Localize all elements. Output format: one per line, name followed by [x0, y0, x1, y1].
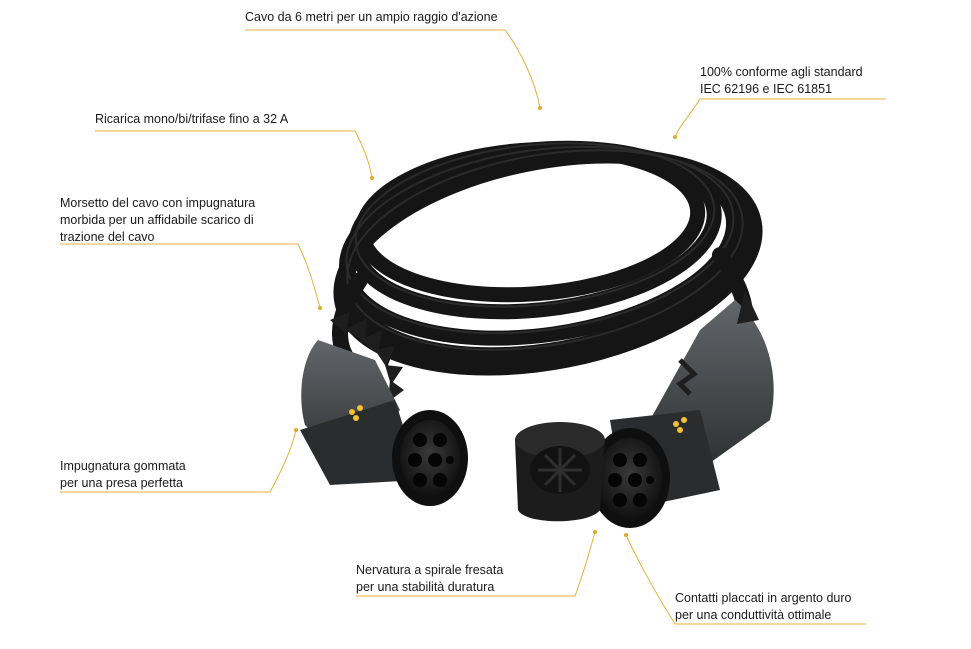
- left-connector: [300, 312, 468, 506]
- callout-line-contacts: [625, 534, 866, 625]
- label-standards: 100% conforme agli standard IEC 62196 e …: [700, 65, 863, 96]
- brand-logo-right: [673, 417, 687, 433]
- label-clamp: Morsetto del cavo con impugnatura morbid…: [60, 196, 256, 244]
- callout-line-charging: [95, 130, 373, 179]
- brand-logo-left: [349, 405, 363, 421]
- callout-line-standards: [674, 98, 886, 138]
- callout-line-cable-length: [245, 29, 541, 109]
- right-connector: [515, 290, 774, 528]
- callout-lines: [60, 29, 886, 625]
- dust-cap: [515, 422, 605, 522]
- label-grip: Impugnatura gommata per una presa perfet…: [60, 459, 186, 490]
- callout-line-ribbing: [356, 531, 596, 597]
- label-ribbing: Nervatura a spirale fresata per una stab…: [356, 563, 504, 594]
- label-charging: Ricarica mono/bi/trifase fino a 32 A: [95, 112, 289, 126]
- callout-line-grip: [60, 429, 297, 493]
- callout-line-clamp: [60, 243, 321, 309]
- label-contacts: Contatti placcati in argento duro per un…: [675, 591, 852, 622]
- label-cable-length: Cavo da 6 metri per un ampio raggio d'az…: [245, 10, 498, 24]
